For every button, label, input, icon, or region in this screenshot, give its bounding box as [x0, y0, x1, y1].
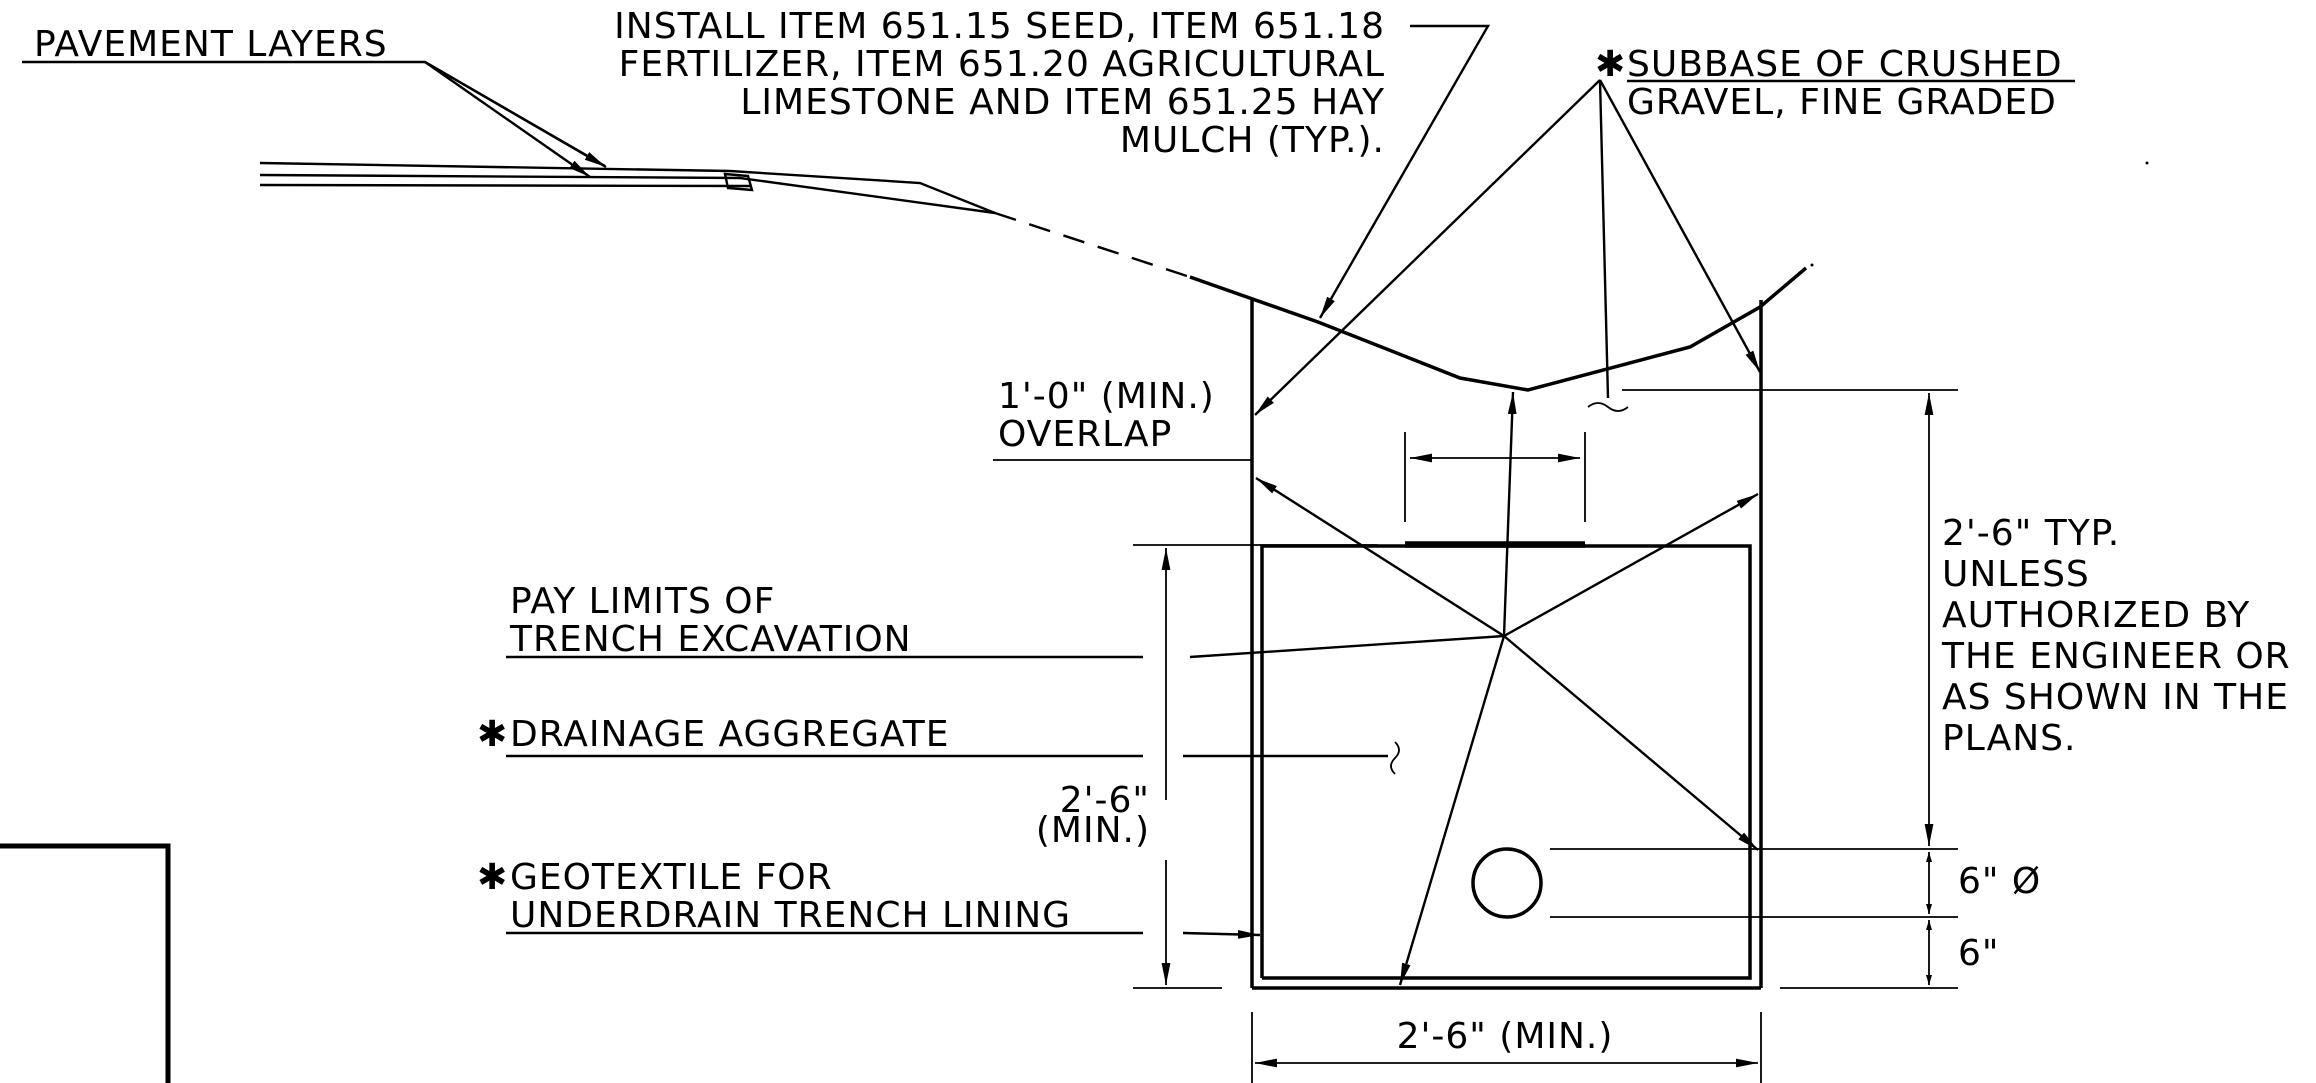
- typ-depth-line-2: UNLESS: [1942, 554, 2090, 595]
- typ-depth-line-3: AUTHORIZED BY: [1942, 595, 2250, 636]
- overlap-label-line-2: OVERLAP: [998, 414, 1172, 455]
- min-width-label: 2'-6" (MIN.): [1397, 1016, 1614, 1057]
- stray-mark-2: [1810, 263, 1814, 267]
- install-items-line-2: FERTILIZER, ITEM 651.20 AGRICULTURAL: [619, 44, 1385, 85]
- aggregate-indicator-squiggle: [1390, 741, 1400, 775]
- drainage-aggregate-asterisk: ✱: [477, 714, 508, 755]
- pavement-layers-graphic: [259, 161, 996, 215]
- install-items-line-3: LIMESTONE AND ITEM 651.25 HAY: [740, 82, 1385, 123]
- stray-mark: [2145, 161, 2149, 165]
- typ-depth-line-5: AS SHOWN IN THE: [1942, 677, 2289, 718]
- drainage-aggregate-label: DRAINAGE AGGREGATE: [510, 714, 950, 755]
- geotextile-label-line-2: UNDERDRAIN TRENCH LINING: [510, 895, 1071, 936]
- min-depth-label-line-2: (MIN.): [1036, 810, 1150, 851]
- install-items-line-1: INSTALL ITEM 651.15 SEED, ITEM 651.18: [614, 6, 1385, 47]
- pipe-bedding-label: 6": [1958, 933, 1999, 974]
- underdrain-pipe: [1471, 847, 1543, 919]
- min-depth-dimension: [1133, 544, 1378, 989]
- subbase-asterisk: ✱: [1595, 44, 1626, 85]
- typ-depth-line-1: 2'-6" TYP.: [1942, 513, 2120, 554]
- geotextile-label-line-1: GEOTEXTILE FOR: [510, 857, 833, 898]
- pay-limits-label-line-2: TRENCH EXCAVATION: [509, 619, 912, 660]
- pipe-diameter-label: 6" Ø: [1958, 861, 2041, 902]
- pay-limits-leaders: [1189, 391, 1759, 986]
- subbase-label-line-1: SUBBASE OF CRUSHED: [1627, 44, 2063, 85]
- min-depth-label-line-1: 2'-6": [1060, 780, 1150, 821]
- width-dimension: [1251, 1012, 1762, 1083]
- typ-depth-line-4: THE ENGINEER OR: [1941, 636, 2291, 677]
- subbase-leaders: [1254, 79, 1762, 416]
- right-depth-dimensions: [1550, 389, 1958, 989]
- overlap-dimension: [993, 432, 1586, 522]
- typ-depth-line-6: PLANS.: [1942, 718, 2076, 759]
- pay-limits-label-line-1: PAY LIMITS OF: [510, 581, 775, 622]
- subbase-label-line-2: GRAVEL, FINE GRADED: [1627, 82, 2057, 123]
- pavement-layers-label: PAVEMENT LAYERS: [34, 24, 388, 65]
- geotextile-asterisk: ✱: [477, 857, 508, 898]
- install-items-line-4: MULCH (TYP.).: [1120, 120, 1385, 161]
- geotextile-lining: [1260, 544, 1752, 980]
- subbase-indicator-squiggle: [1587, 402, 1629, 412]
- pavement-layers-leader: [22, 60, 606, 168]
- overlap-label-line-1: 1'-0" (MIN.): [998, 376, 1215, 417]
- install-items-leader: [1318, 24, 1491, 319]
- existing-ground-dashed-line: [994, 211, 1191, 279]
- title-box-frame: [0, 843, 171, 1083]
